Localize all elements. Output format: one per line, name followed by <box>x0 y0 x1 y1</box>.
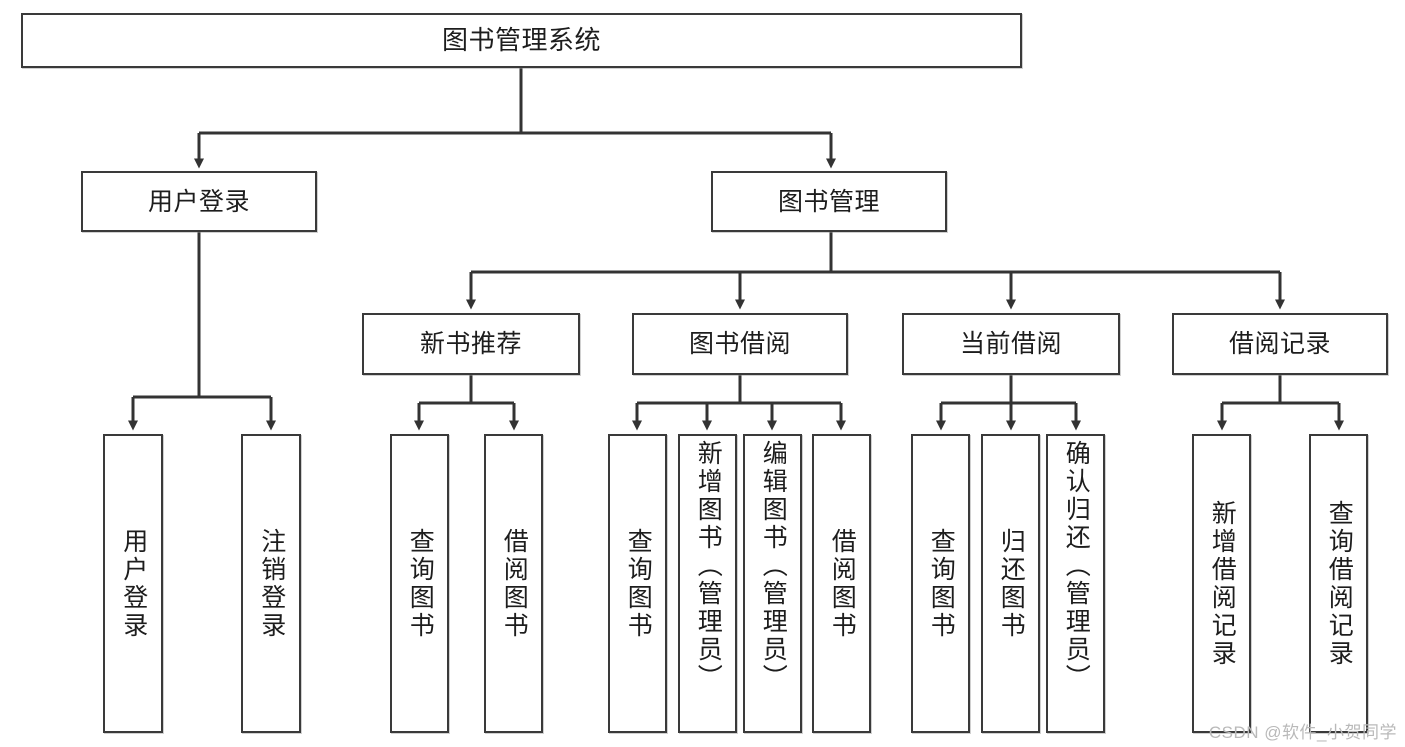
leaf-query-borrow-record[interactable]: 查询借阅记录 <box>1309 434 1368 733</box>
leaf-add-borrow-record[interactable]: 新增借阅记录 <box>1192 434 1251 733</box>
node-label: 用户登录 <box>147 187 250 216</box>
leaf-borrow-book[interactable]: 借阅图书 <box>812 434 871 733</box>
node-label: 借阅记录 <box>1228 330 1331 358</box>
leaf-query-book-current[interactable]: 查询图书 <box>911 434 970 733</box>
node-label: 查询图书 <box>927 528 956 640</box>
leaf-user-login[interactable]: 用户登录 <box>103 434 163 733</box>
node-label: 确认归还（管理员） <box>1062 440 1091 692</box>
node-book-management[interactable]: 图书管理 <box>711 171 947 232</box>
leaf-borrow-book-recommendation[interactable]: 借阅图书 <box>484 434 543 733</box>
node-label: 借阅图书 <box>828 528 857 640</box>
node-root-book-management-system[interactable]: 图书管理系统 <box>21 13 1022 68</box>
node-label: 新增图书（管理员） <box>694 440 723 692</box>
leaf-query-book-recommendation[interactable]: 查询图书 <box>390 434 449 733</box>
leaf-edit-book-admin[interactable]: 编辑图书（管理员） <box>743 434 802 733</box>
node-label: 当前借阅 <box>959 330 1062 358</box>
leaf-return-book[interactable]: 归还图书 <box>981 434 1040 733</box>
leaf-confirm-return-admin[interactable]: 确认归还（管理员） <box>1046 434 1105 733</box>
node-user-login[interactable]: 用户登录 <box>81 171 317 232</box>
node-label: 查询图书 <box>406 528 435 640</box>
node-label: 新书推荐 <box>419 330 522 358</box>
node-label: 新增借阅记录 <box>1208 500 1237 668</box>
node-label: 图书借阅 <box>688 330 791 358</box>
node-current-borrow[interactable]: 当前借阅 <box>902 313 1120 375</box>
node-label: 查询图书 <box>624 528 653 640</box>
csdn-watermark: CSDN @软件_小贺同学 <box>1208 723 1397 742</box>
node-label: 用户登录 <box>119 528 148 640</box>
leaf-add-book-admin[interactable]: 新增图书（管理员） <box>678 434 737 733</box>
leaf-logout[interactable]: 注销登录 <box>241 434 301 733</box>
node-book-borrow[interactable]: 图书借阅 <box>632 313 848 375</box>
leaf-query-book-borrow[interactable]: 查询图书 <box>608 434 667 733</box>
node-label: 图书管理系统 <box>441 24 601 55</box>
node-new-book-recommendation[interactable]: 新书推荐 <box>362 313 580 375</box>
node-label: 借阅图书 <box>500 528 529 640</box>
node-label: 注销登录 <box>257 528 286 640</box>
node-label: 图书管理 <box>777 187 880 216</box>
node-label: 查询借阅记录 <box>1325 500 1354 668</box>
node-borrow-record[interactable]: 借阅记录 <box>1172 313 1388 375</box>
node-label: 归还图书 <box>997 528 1026 640</box>
node-label: 编辑图书（管理员） <box>759 440 788 692</box>
